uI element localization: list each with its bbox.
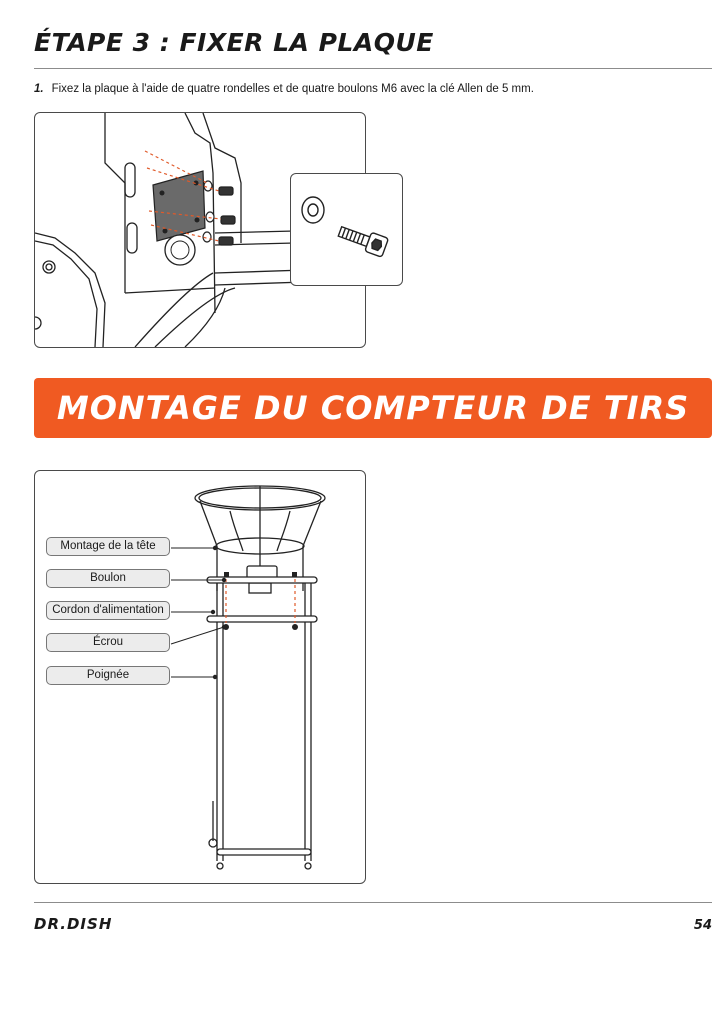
- callout-nut: Écrou: [46, 633, 170, 652]
- section-banner-title: MONTAGE DU COMPTEUR DE TIRS: [56, 389, 690, 427]
- brand-logo: DR.DISH: [34, 915, 113, 933]
- footer-divider: [34, 902, 712, 903]
- step-text: Fixez la plaque à l'aide de quatre ronde…: [51, 83, 534, 95]
- washer-and-bolt-drawing: [301, 196, 389, 258]
- page-title: ÉTAPE 3 : FIXER LA PLAQUE: [34, 28, 434, 57]
- callout-head-mount: Montage de la tête: [46, 537, 170, 556]
- callout-bolt: Boulon: [46, 569, 170, 588]
- section-banner: MONTAGE DU COMPTEUR DE TIRS: [34, 378, 712, 438]
- shot-counter-drawing: [170, 485, 326, 870]
- callout-power-cord: Cordon d'alimentation: [46, 601, 170, 620]
- hardware-detail-inset: [290, 173, 403, 286]
- page-number: 54: [693, 918, 712, 933]
- title-divider: [34, 68, 712, 69]
- step-number: 1.: [34, 83, 44, 95]
- instruction-step: 1. Fixez la plaque à l'aide de quatre ron…: [34, 83, 534, 95]
- callout-handle: Poignée: [46, 666, 170, 685]
